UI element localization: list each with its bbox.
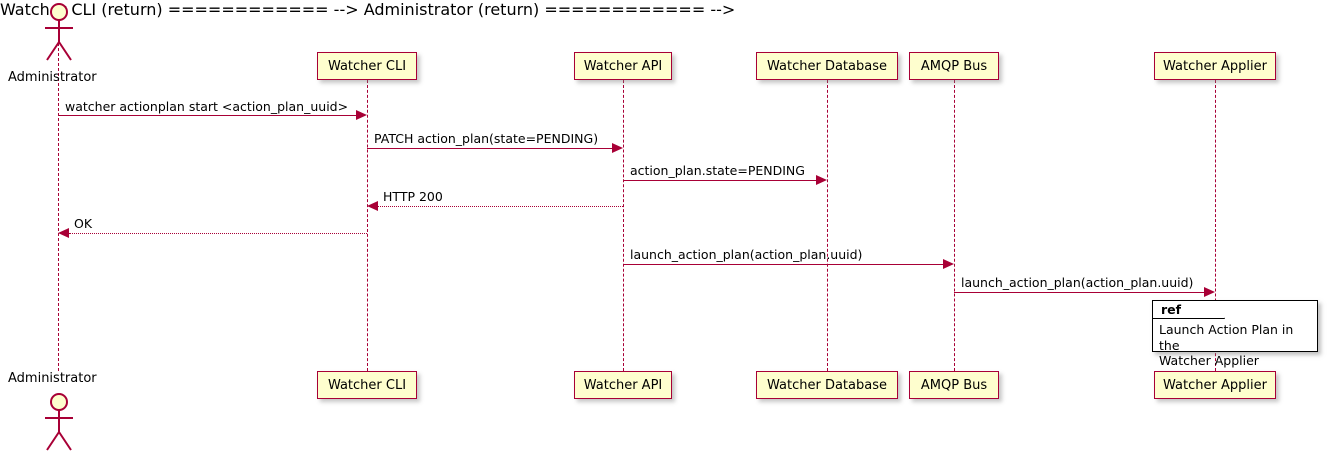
message-label-5: OK — [74, 216, 93, 231]
actor-icon — [45, 393, 73, 451]
participant-watcher-cli-top[interactable]: Watcher CLI — [317, 52, 417, 80]
participant-watcher-cli-bottom[interactable]: Watcher CLI — [317, 371, 417, 399]
arrow-head-left-icon — [58, 228, 69, 238]
ref-fragment-text: Launch Action Plan in the Watcher Applie… — [1159, 322, 1313, 369]
ref-fragment: ref Launch Action Plan in the Watcher Ap… — [1152, 300, 1318, 368]
lifeline-watcher-api — [623, 80, 624, 371]
message-arrow-1 — [58, 115, 356, 116]
actor-icon — [45, 3, 73, 61]
lifeline-watcher-database — [827, 80, 828, 371]
message-arrow-6 — [623, 264, 943, 265]
ref-fragment-keyword: ref — [1153, 301, 1225, 319]
arrow-head-right-icon — [1204, 287, 1215, 297]
actor-administrator-top — [30, 2, 88, 74]
participant-watcher-applier-top[interactable]: Watcher Applier — [1154, 52, 1276, 80]
lifeline-amqp-bus — [954, 80, 955, 371]
participant-watcher-database-top[interactable]: Watcher Database — [756, 52, 898, 80]
lifeline-administrator — [58, 28, 59, 371]
message-arrow-5 — [69, 233, 367, 234]
arrow-head-right-icon — [612, 143, 623, 153]
ref-fragment-text-line2: Watcher Applier — [1159, 353, 1259, 369]
actor-label-administrator-top: Administrator — [8, 70, 97, 85]
participant-watcher-api-bottom[interactable]: Watcher API — [574, 371, 672, 399]
actor-administrator-bottom — [30, 392, 88, 454]
message-label-6: launch_action_plan(action_plan.uuid) — [630, 247, 863, 262]
message-label-2: PATCH action_plan(state=PENDING) — [374, 131, 599, 146]
lifeline-watcher-applier — [1215, 80, 1216, 371]
message-arrow-2 — [367, 148, 612, 149]
message-label-1: watcher actionplan start <action_plan_uu… — [65, 99, 349, 114]
arrow-head-right-icon — [943, 259, 954, 269]
message-label-4: HTTP 200 — [383, 189, 443, 204]
participant-watcher-applier-bottom[interactable]: Watcher Applier — [1154, 371, 1276, 399]
arrow-head-right-icon — [356, 110, 367, 120]
ref-fragment-text-line1: Launch Action Plan in the — [1159, 322, 1294, 353]
message-label-7: launch_action_plan(action_plan.uuid) — [961, 275, 1194, 290]
participant-amqp-bus-top[interactable]: AMQP Bus — [909, 52, 999, 80]
lifeline-watcher-cli — [367, 80, 368, 371]
arrow-head-left-icon — [367, 201, 378, 211]
message-arrow-7 — [954, 292, 1204, 293]
participant-watcher-api-top[interactable]: Watcher API — [574, 52, 672, 80]
participant-watcher-database-bottom[interactable]: Watcher Database — [756, 371, 898, 399]
message-arrow-4 — [378, 206, 623, 207]
participant-amqp-bus-bottom[interactable]: AMQP Bus — [909, 371, 999, 399]
arrow-head-right-icon — [816, 175, 827, 185]
message-arrow-3 — [623, 180, 816, 181]
message-label-3: action_plan.state=PENDING — [630, 163, 805, 178]
actor-label-administrator-bottom: Administrator — [8, 371, 97, 386]
